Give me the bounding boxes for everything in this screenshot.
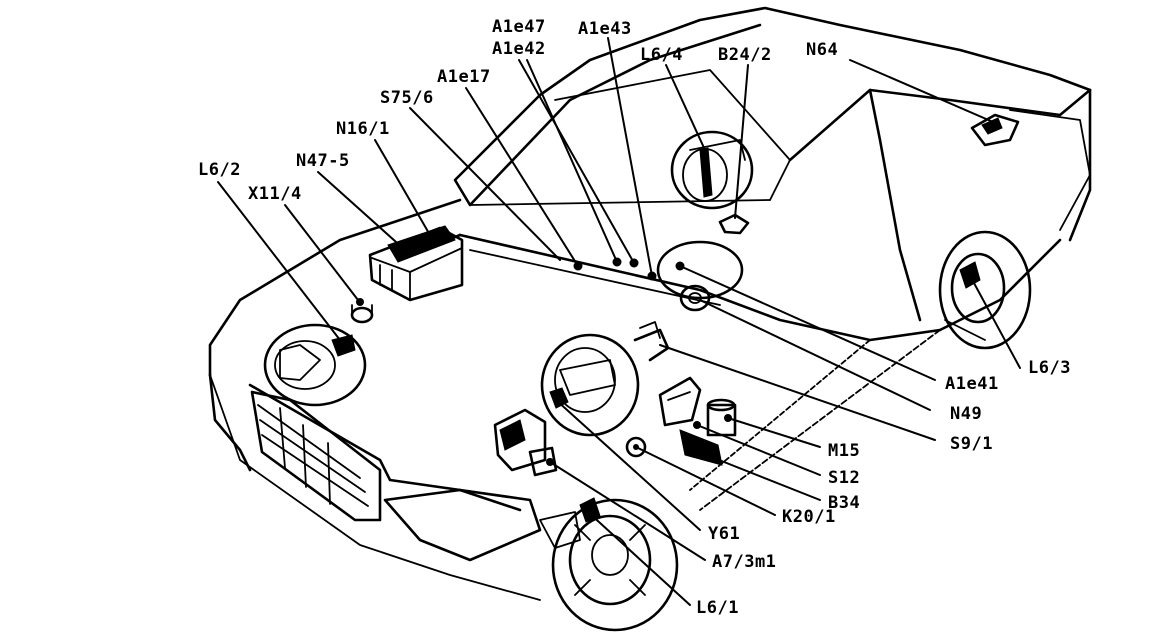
label-a7-3m1: A7/3m1 xyxy=(712,552,776,572)
label-b34: B34 xyxy=(828,493,860,513)
label-s9-1: S9/1 xyxy=(950,434,993,454)
front-grille xyxy=(250,390,382,522)
label-l6-1: L6/1 xyxy=(696,598,739,618)
brake-booster xyxy=(540,321,670,437)
label-l6-3: L6/3 xyxy=(1028,358,1071,378)
label-a1e17: A1e17 xyxy=(437,67,491,87)
label-s12: S12 xyxy=(828,468,860,488)
abs-sensor-group xyxy=(658,376,737,466)
label-a1e41: A1e41 xyxy=(945,374,999,394)
rear-axle-sensor xyxy=(670,130,754,210)
label-l6-2: L6/2 xyxy=(198,160,241,180)
control-unit-n64 xyxy=(970,113,1020,147)
label-a1e43: A1e43 xyxy=(578,19,632,39)
label-l6-4: L6/4 xyxy=(640,45,683,65)
dashboard-components xyxy=(656,240,744,312)
label-n47-5: N47-5 xyxy=(296,151,350,171)
leader-lines xyxy=(217,37,1021,606)
label-y61: Y61 xyxy=(708,524,740,544)
left-headlamp-assembly xyxy=(263,323,367,407)
control-unit-box xyxy=(368,225,464,302)
label-a1e47: A1e47 xyxy=(492,17,546,37)
label-k20-1: K20/1 xyxy=(782,507,836,527)
label-x11-4: X11/4 xyxy=(248,184,302,204)
sensor-b24-2 xyxy=(718,213,750,235)
rear-wheel xyxy=(938,230,1032,350)
label-b24-2: B24/2 xyxy=(718,45,772,65)
label-m15: M15 xyxy=(828,441,860,461)
hydraulic-unit xyxy=(493,408,558,477)
label-n16-1: N16/1 xyxy=(336,119,390,139)
connector-x11-4 xyxy=(350,298,374,324)
label-a1e42: A1e42 xyxy=(492,39,546,59)
component-labels: A1e47 A1e42 A1e43 L6/4 B24/2 N64 A1e17 S… xyxy=(198,17,1071,618)
front-wheel xyxy=(539,497,679,632)
label-n49: N49 xyxy=(950,404,982,424)
label-s75-6: S75/6 xyxy=(380,88,434,108)
label-n64: N64 xyxy=(806,40,838,60)
